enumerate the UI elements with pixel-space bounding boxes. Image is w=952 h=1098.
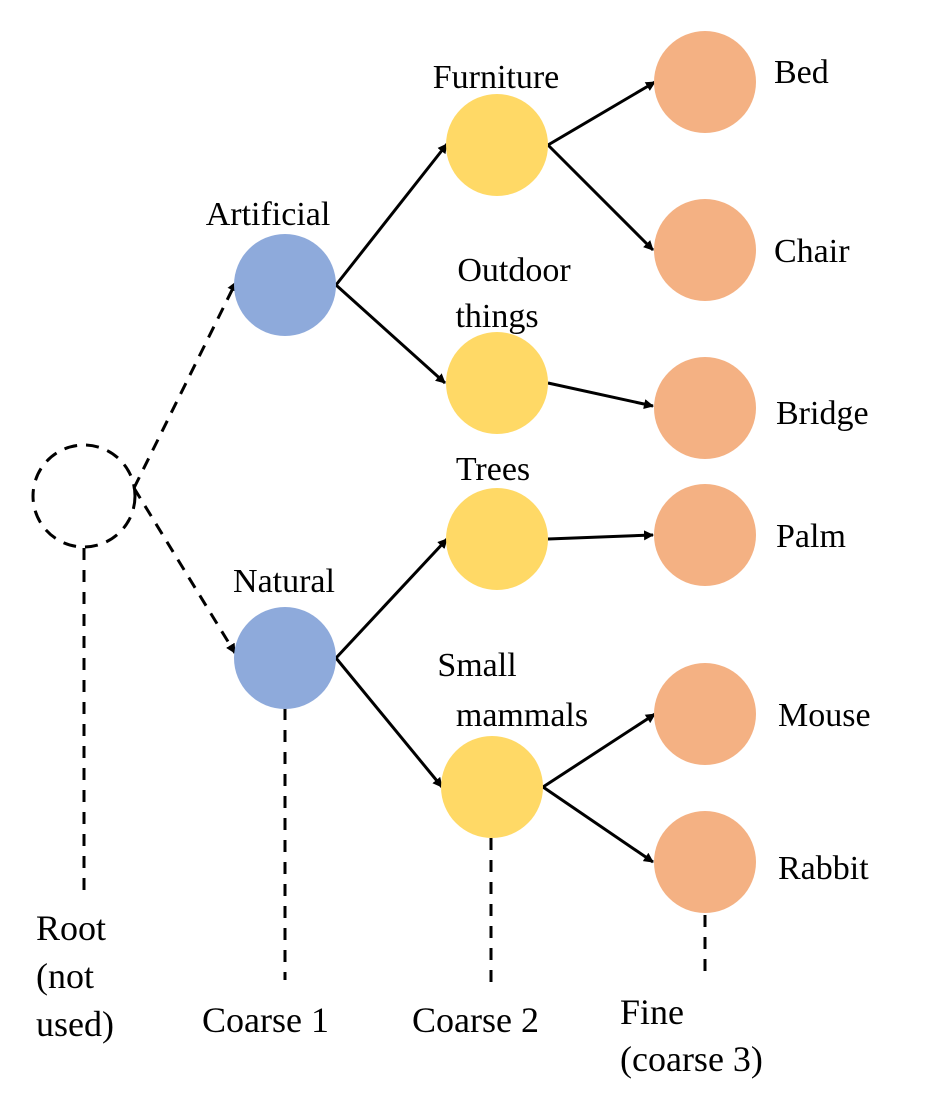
label-outdoor-line1: Outdoor <box>457 252 571 289</box>
edge-small-mammals-rabbit <box>542 785 654 864</box>
label-small-mammals-line1: Small <box>437 647 516 684</box>
level-root-line2: (not <box>36 956 94 996</box>
node-mouse <box>654 663 756 765</box>
edge-root-natural <box>132 487 237 654</box>
node-bridge <box>654 357 756 459</box>
edge-artificial-furniture <box>334 143 449 286</box>
node-outdoor-things <box>446 332 548 434</box>
level-coarse2: Coarse 2 <box>412 1000 539 1040</box>
node-bed <box>654 31 756 133</box>
node-small-mammals <box>441 736 543 838</box>
edge-small-mammals-mouse <box>542 712 656 789</box>
node-furniture <box>446 94 548 196</box>
edge-natural-trees <box>334 537 449 660</box>
level-fine-line1: Fine <box>620 992 684 1032</box>
level-root-line3: used) <box>36 1004 114 1044</box>
label-natural: Natural <box>233 563 335 600</box>
node-chair <box>654 199 756 301</box>
node-trees <box>446 488 548 590</box>
edge-furniture-chair <box>546 143 655 252</box>
edge-artificial-outdoor <box>334 283 447 385</box>
label-outdoor-line2: things <box>455 298 538 335</box>
label-small-mammals-line2: mammals <box>456 697 588 734</box>
edge-furniture-bed <box>547 80 656 147</box>
node-palm <box>654 484 756 586</box>
label-rabbit: Rabbit <box>778 850 869 887</box>
label-bridge: Bridge <box>776 395 869 432</box>
level-coarse1: Coarse 1 <box>202 1000 329 1040</box>
label-mouse: Mouse <box>778 697 871 734</box>
root-node <box>31 443 137 549</box>
label-furniture: Furniture <box>433 59 560 96</box>
level-fine-line2: (coarse 3) <box>620 1039 763 1079</box>
node-rabbit <box>654 811 756 913</box>
label-bed: Bed <box>774 54 829 91</box>
label-chair: Chair <box>774 233 850 270</box>
edge-root-artificial <box>132 281 238 489</box>
edge-outdoor-bridge <box>547 381 654 409</box>
label-trees: Trees <box>456 451 530 488</box>
label-artificial: Artificial <box>206 196 331 233</box>
edge-natural-small-mammals <box>334 657 444 788</box>
label-palm: Palm <box>776 518 846 555</box>
level-root-line1: Root <box>36 908 106 948</box>
node-natural <box>234 607 336 709</box>
edge-trees-palm <box>547 530 654 541</box>
node-artificial <box>234 234 336 336</box>
